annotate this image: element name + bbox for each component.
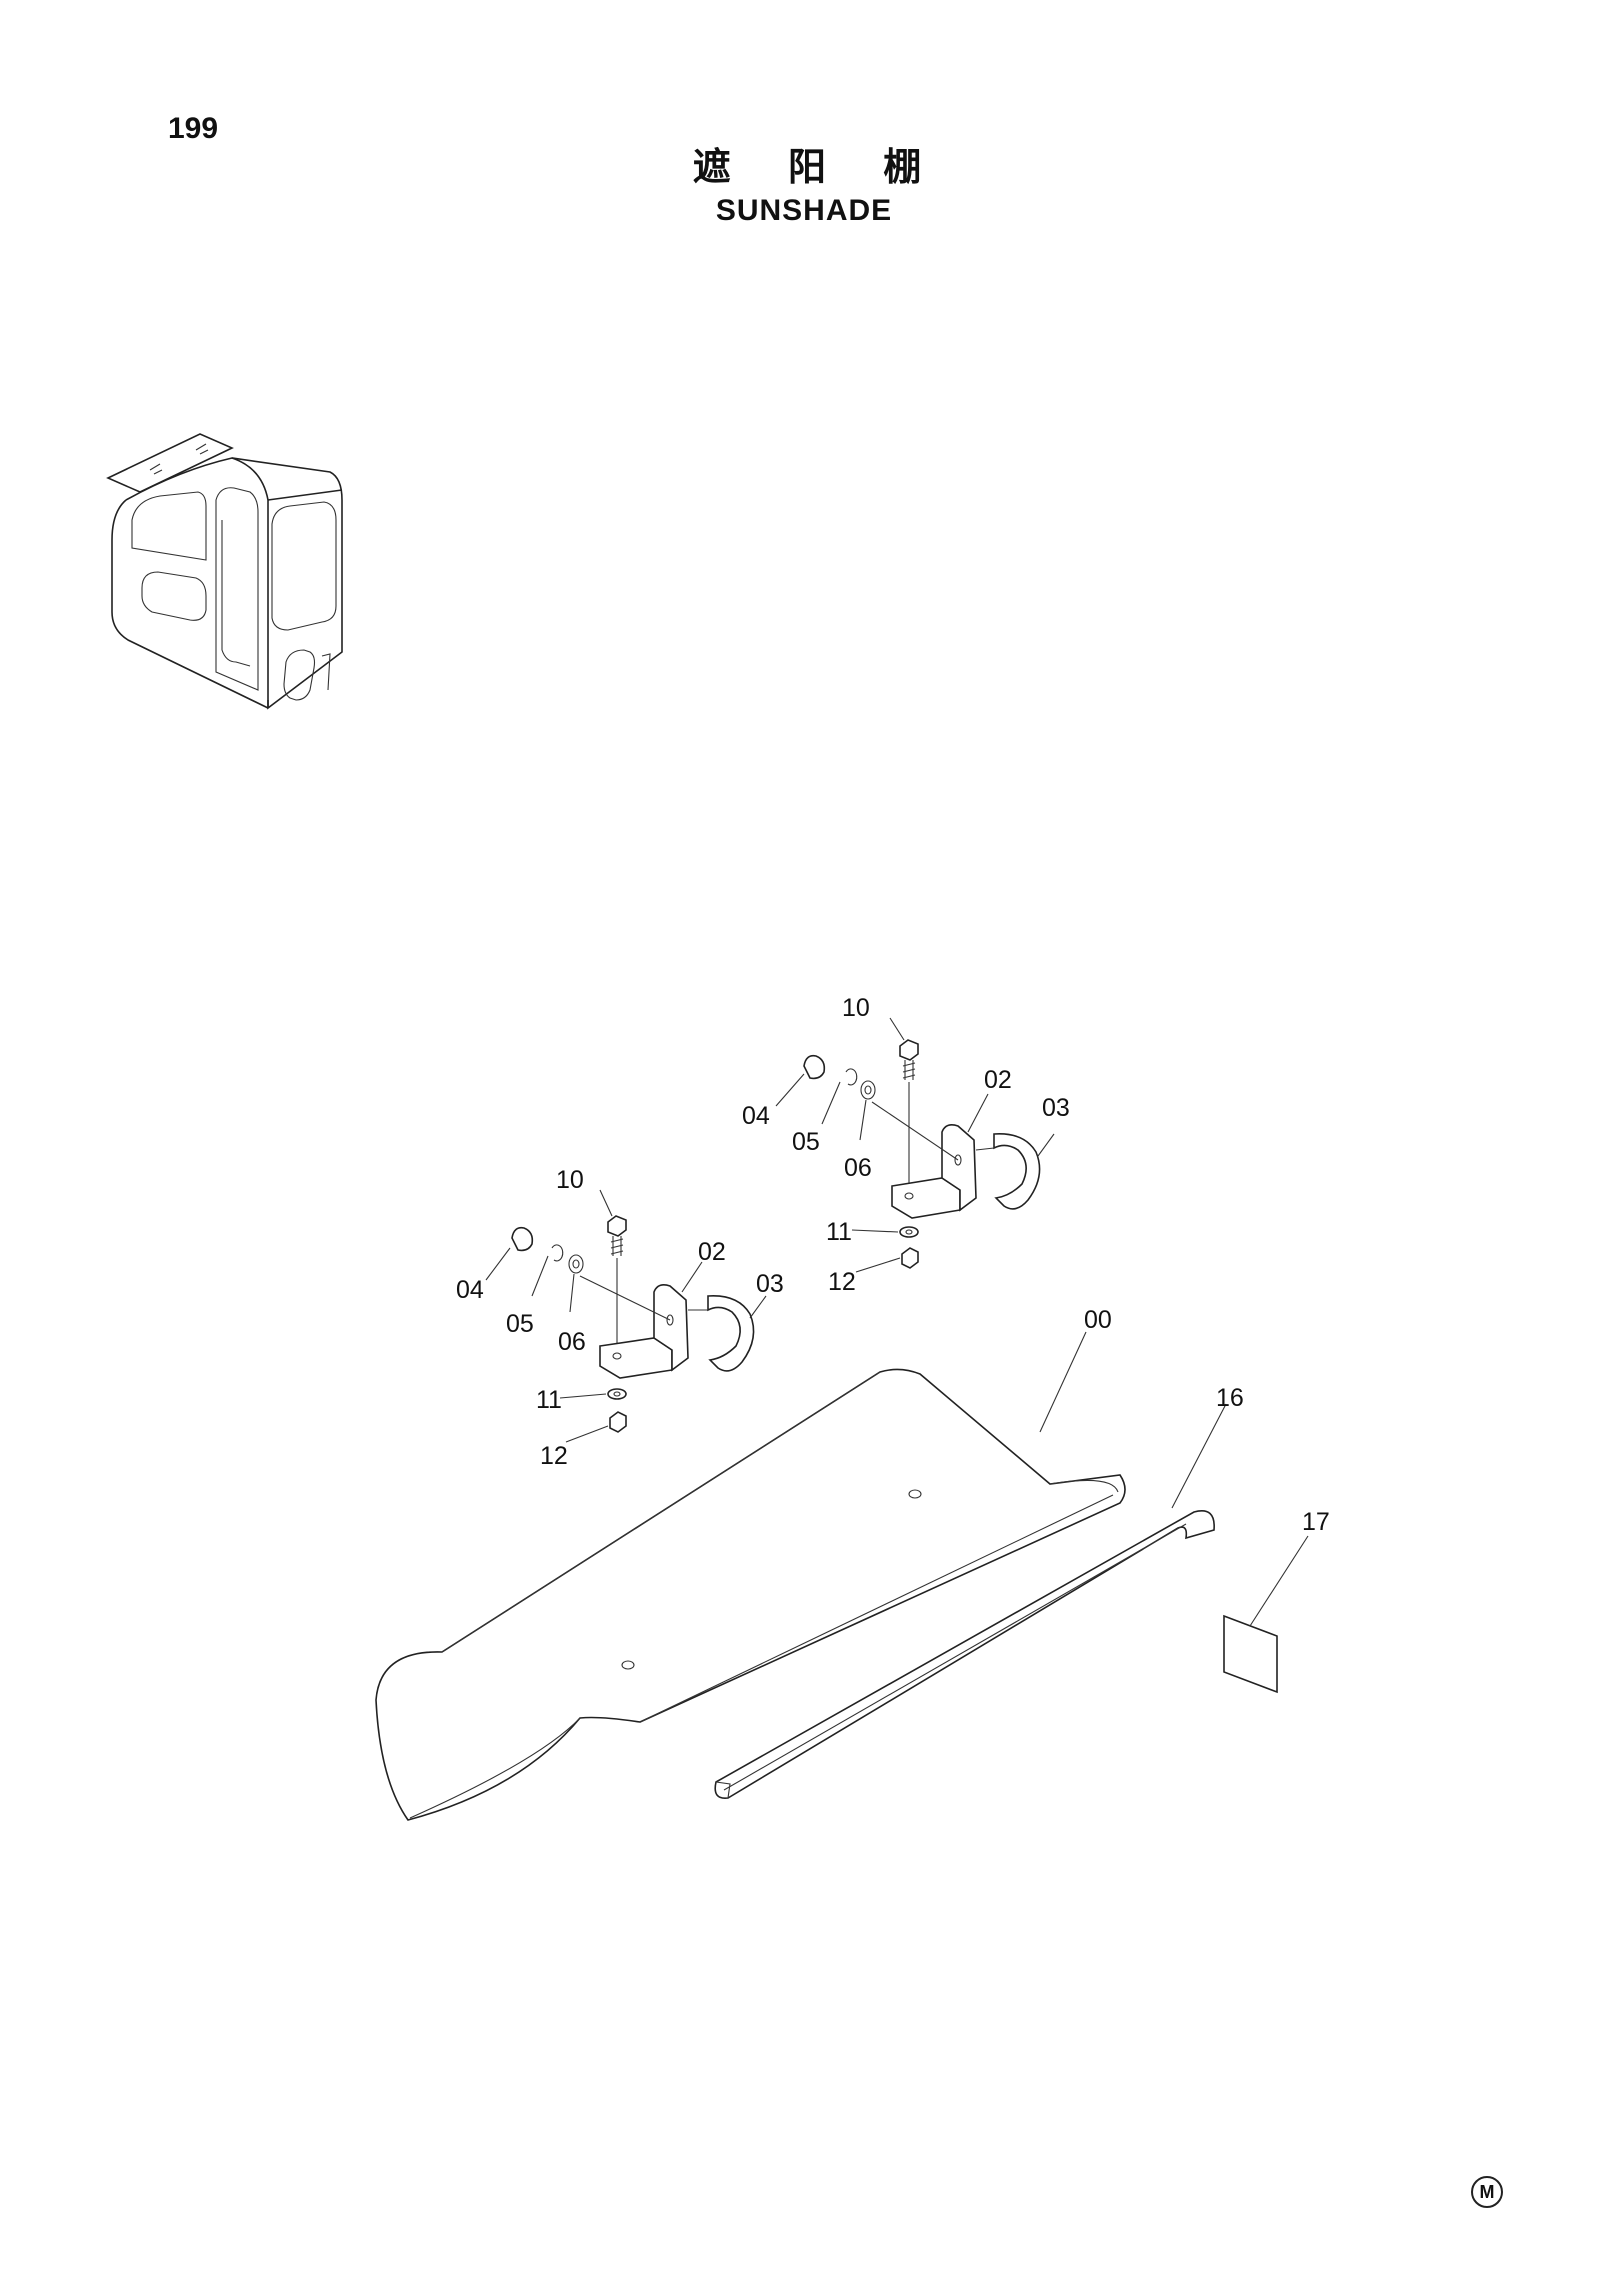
callout-02-left: 02: [698, 1238, 726, 1266]
label-plate: [1223, 1614, 1278, 1694]
sunshade-panel: [375, 1368, 1126, 1821]
callout-06-right: 06: [844, 1154, 872, 1182]
thumbnail-sunshade: [106, 433, 234, 493]
cab-location-thumbnail: [106, 433, 343, 710]
callout-00: 00: [1084, 1306, 1112, 1334]
seal-strip: [714, 1510, 1215, 1799]
leader-lines: [485, 1017, 1309, 1627]
callout-05-left: 05: [506, 1310, 534, 1338]
callout-04-right: 04: [742, 1102, 770, 1130]
bracket-assembly-left: [511, 1215, 755, 1433]
footer-mark: M: [1471, 2176, 1503, 2208]
callout-06-left: 06: [558, 1328, 586, 1356]
callout-11-left: 11: [536, 1386, 562, 1414]
callout-03-left: 03: [756, 1270, 784, 1298]
page-number: 199: [168, 112, 219, 145]
panel-hole-front: [621, 1660, 635, 1670]
callout-03-right: 03: [1042, 1094, 1070, 1122]
callout-12-right: 12: [828, 1268, 856, 1296]
title-chinese: 遮 阳 棚: [692, 145, 944, 189]
callout-05-right: 05: [792, 1128, 820, 1156]
title-english: SUNSHADE: [715, 194, 893, 227]
callout-04-left: 04: [456, 1276, 484, 1304]
callout-11-right: 11: [826, 1218, 852, 1246]
callout-10-left: 10: [556, 1166, 584, 1194]
panel-surface: [375, 1368, 1126, 1821]
callout-labels: 10 04 05 06 02 03 11 12 10 04 05 06 02 0…: [456, 994, 1330, 1536]
callout-17: 17: [1302, 1508, 1330, 1536]
callout-12-left: 12: [540, 1442, 568, 1470]
callout-16: 16: [1216, 1384, 1244, 1412]
callout-10-right: 10: [842, 994, 870, 1022]
callout-02-right: 02: [984, 1066, 1012, 1094]
panel-hole-rear: [908, 1489, 922, 1499]
bracket-assembly-right: [803, 1039, 1041, 1269]
